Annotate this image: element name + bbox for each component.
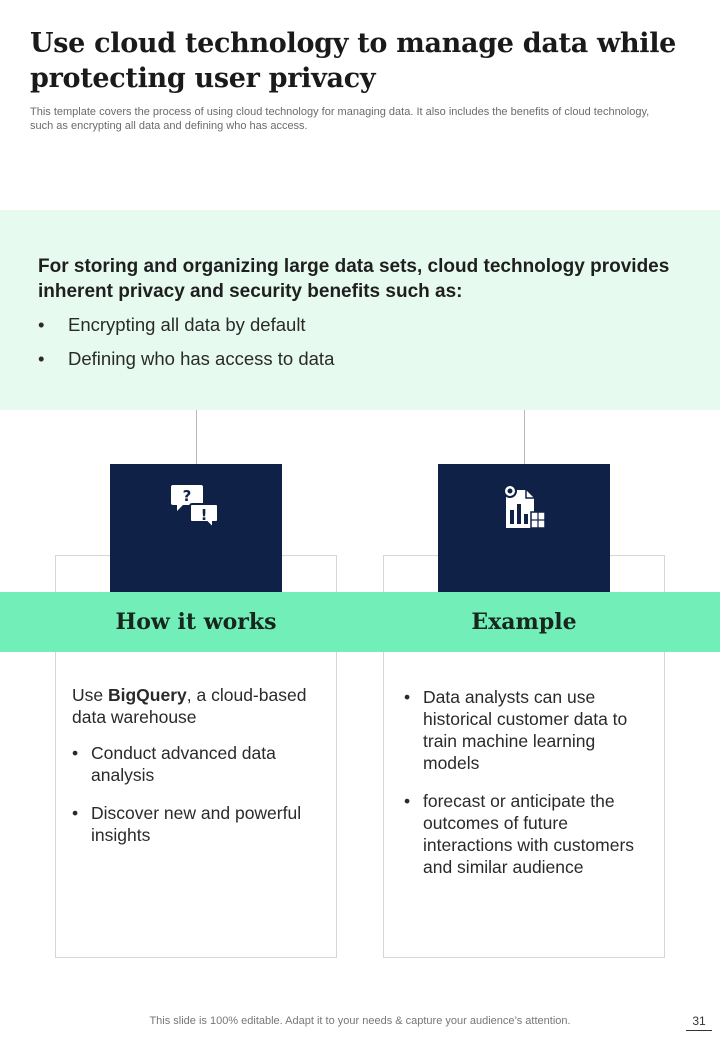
lead-prefix: Use [72,685,108,705]
svg-text:!: ! [201,506,208,524]
card-content-example: Data analysts can use historical custome… [404,686,656,894]
how-it-works-bullet-list: Conduct advanced data analysis Discover … [72,742,328,846]
connector-line-left [196,410,197,464]
example-bullet: forecast or anticipate the outcomes of f… [404,790,656,878]
intro-heading: For storing and organizing large data se… [38,256,670,302]
how-it-works-lead: Use BigQuery, a cloud-based data warehou… [72,684,328,728]
intro-bullet: Encrypting all data by default [38,314,678,336]
svg-text:?: ? [183,487,192,505]
lead-bold: BigQuery [107,685,187,705]
intro-bullet: Defining who has access to data [38,348,678,370]
how-it-works-bullet: Conduct advanced data analysis [72,742,328,786]
analytics-report-icon [503,484,546,529]
page-subtitle: This template covers the process of usin… [30,106,650,132]
icon-box-how-it-works: ? ! [110,464,282,594]
icon-box-example [438,464,610,594]
label-example: Example [471,609,577,635]
label-how-it-works: How it works [115,609,277,635]
how-it-works-bullet: Discover new and powerful insights [72,802,328,846]
label-band: How it works Example [0,592,720,652]
intro-section: For storing and organizing large data se… [0,210,720,410]
question-exclamation-chat-icon: ? ! [171,485,219,531]
example-bullet: Data analysts can use historical custome… [404,686,656,774]
page-number: 31 [686,1012,712,1031]
intro-bullet-list: Encrypting all data by default Defining … [38,314,678,382]
card-content-how-it-works: Use BigQuery, a cloud-based data warehou… [72,684,328,862]
page-title: Use cloud technology to manage data whil… [30,28,677,94]
connector-line-right [524,410,525,464]
footer-note: This slide is 100% editable. Adapt it to… [149,1015,571,1027]
lead-suffix: , a cloud-based data warehouse [72,685,307,727]
example-bullet-list: Data analysts can use historical custome… [404,686,656,878]
